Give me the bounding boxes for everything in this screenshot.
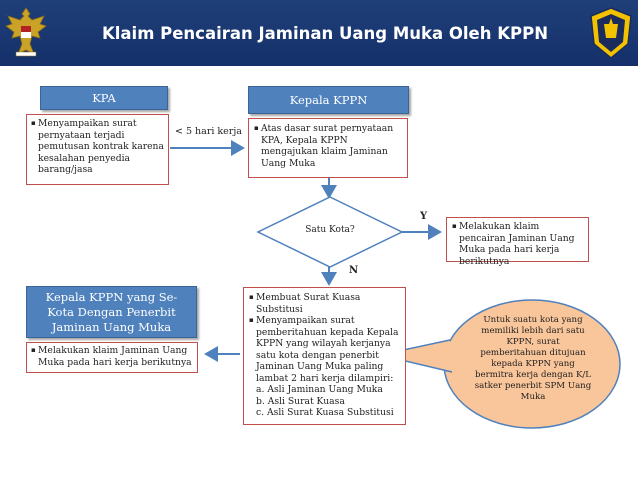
kpa-item: ▪ Menyampaikan surat pernyataan terjadi … [31, 118, 164, 175]
duration-label: < 5 hari kerja [175, 126, 242, 137]
yes-label: Y [420, 211, 428, 222]
kepala-kppn-item: ▪ Atas dasar surat pernyataan KPA, Kepal… [254, 123, 394, 169]
decision-diamond [256, 196, 404, 268]
kpa-box: ▪ Menyampaikan surat pernyataan terjadi … [26, 114, 169, 185]
yes-item: ▪ Melakukan klaim pencairan Jaminan Uang… [452, 221, 575, 267]
bullet-icon: ▪ [31, 346, 36, 354]
kepala-kppn-sekota-header: Kepala KPPN yang Se-Kota Dengan Penerbit… [26, 286, 197, 338]
bullet-icon: ▪ [31, 119, 36, 127]
attachment-a: a. Asli Jaminan Uang Muka [256, 384, 383, 395]
kpa-header: KPA [40, 86, 168, 110]
page-title: Klaim Pencairan Jaminan Uang Muka Oleh K… [101, 23, 549, 43]
kemenkeu-logo-icon [590, 7, 632, 59]
callout-pointer [380, 340, 452, 372]
yes-box: ▪ Melakukan klaim pencairan Jaminan Uang… [446, 217, 589, 267]
kepala-kppn-sekota-box: ▪ Melakukan klaim Jaminan Uang Muka pada… [26, 342, 198, 373]
bullet-icon: ▪ [249, 316, 254, 324]
bullet-icon: ▪ [452, 222, 457, 230]
attachment-b: b. Asli Surat Kuasa [256, 395, 345, 407]
callout-text: Untuk suatu kota yang memiliki lebih dar… [474, 315, 592, 402]
no-box: ▪ Membuat Surat Kuasa Substitusi ▪ Menya… [243, 287, 406, 425]
garuda-emblem-icon [5, 7, 47, 57]
attachment-c: c. Asli Surat Kuasa Substitusi [256, 407, 394, 418]
title-bar [0, 0, 638, 66]
bullet-icon: ▪ [249, 293, 254, 301]
no-label: N [349, 265, 359, 276]
no-item-1: ▪ Membuat Surat Kuasa Substitusi [249, 292, 361, 315]
decision-label: Satu Kota? [305, 225, 355, 235]
kepala-kppn-header: Kepala KPPN [248, 86, 409, 114]
no-item-2: ▪ Menyampaikan surat pemberitahuan kepad… [249, 315, 399, 384]
bullet-icon: ▪ [254, 124, 259, 132]
sekota-item: ▪ Melakukan klaim Jaminan Uang Muka pada… [31, 345, 192, 368]
kepala-kppn-box: ▪ Atas dasar surat pernyataan KPA, Kepal… [248, 118, 408, 178]
